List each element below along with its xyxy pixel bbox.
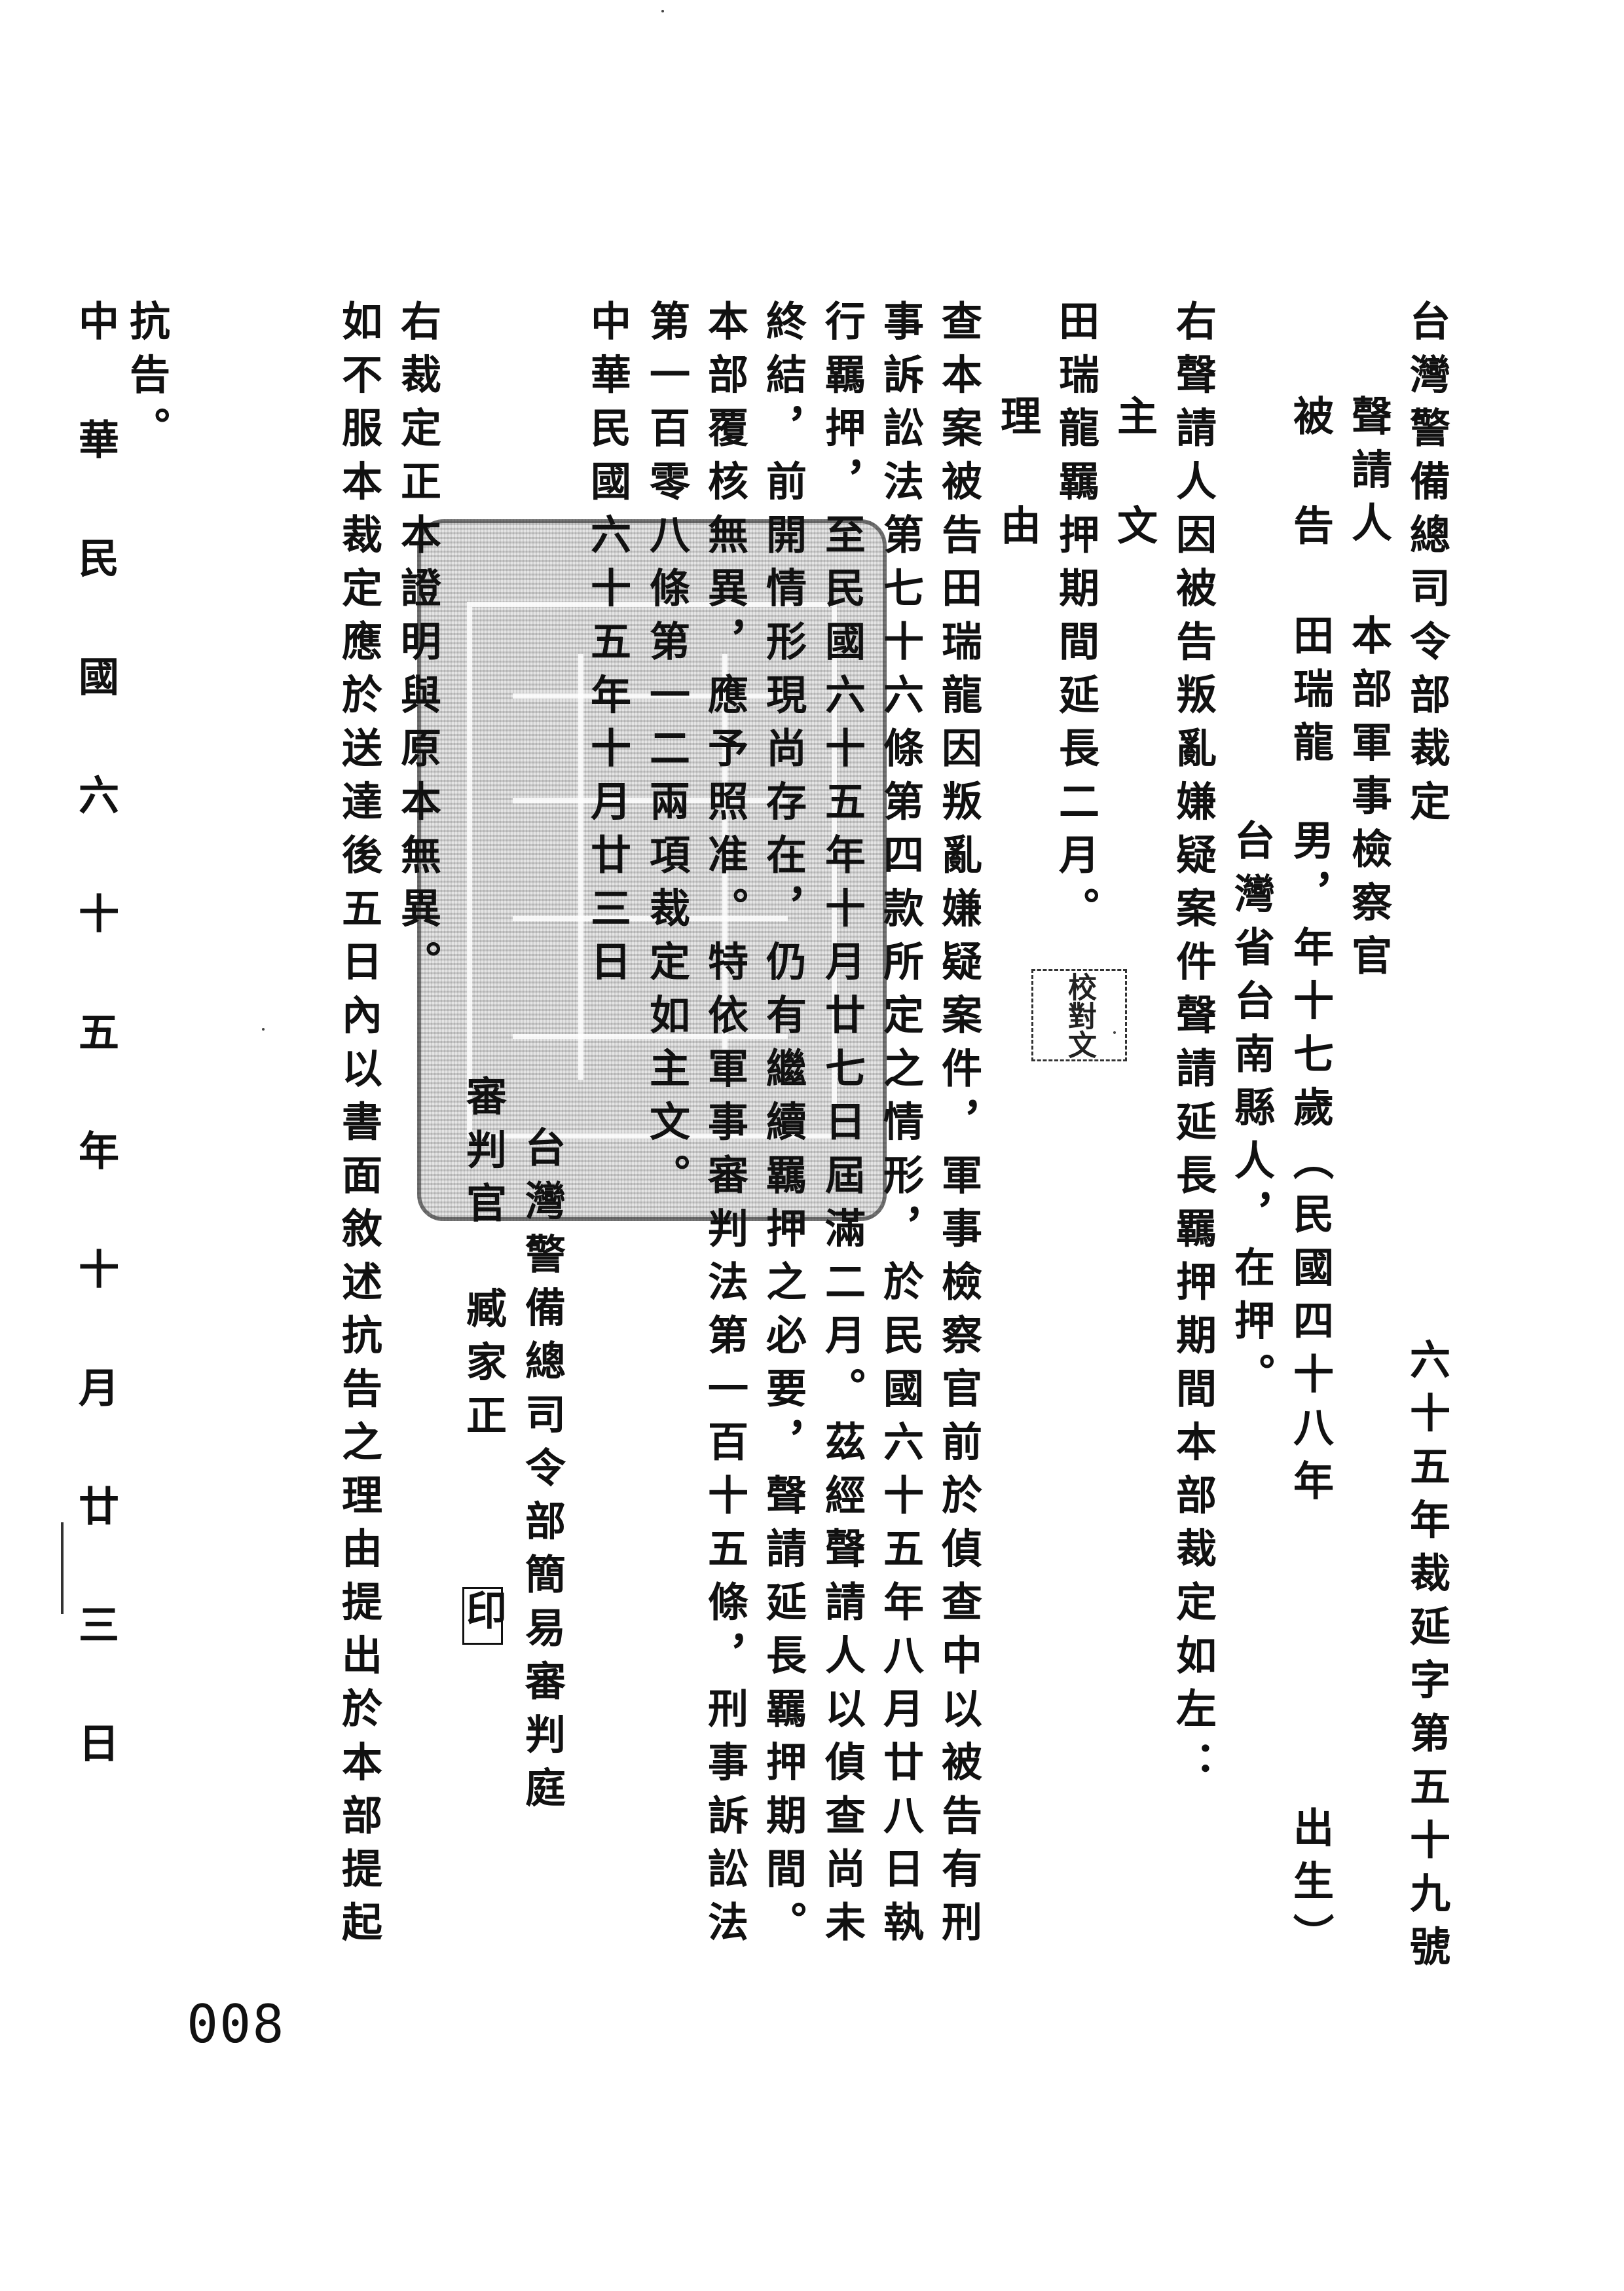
applicant-label: 聲請人 bbox=[1344, 395, 1392, 555]
defendant-birth-suffix: 出生） bbox=[1286, 1806, 1334, 1967]
reasons-line: 終結，前開情形現尚存在，仍有繼續羈押之必要，聲請延長羈押期間。 bbox=[759, 300, 807, 1954]
reasons-heading-2: 由 bbox=[993, 504, 1041, 558]
judge-seal: 印 bbox=[459, 1587, 507, 1645]
main-text-heading-2: 文 bbox=[1110, 504, 1158, 558]
seal-inner-border bbox=[467, 602, 837, 1139]
seal-line bbox=[513, 916, 788, 921]
scan-speck bbox=[661, 10, 664, 12]
official-seal-stamp bbox=[417, 519, 887, 1221]
reasons-line: 查本案被告田瑞龍因叛亂嫌疑案件，軍事檢察官前於偵查中以被告有刑 bbox=[934, 300, 982, 1954]
appeal-end: 抗告。 bbox=[122, 300, 170, 460]
intro-text: 右聲請人因被告叛亂嫌疑案件聲請延長羈押期間本部裁定如左： bbox=[1169, 300, 1217, 1794]
issue-date: 中華民國六十五年十月廿三日 bbox=[71, 300, 119, 1841]
proofread-stamp: 校對文 bbox=[1031, 969, 1127, 1061]
defendant-info: 男，年十七歲（民國四十八年 bbox=[1286, 819, 1334, 1513]
defendant-label-1: 被 bbox=[1286, 395, 1334, 449]
document-title: 台灣警備總司令部裁定 bbox=[1403, 300, 1450, 834]
scan-speck bbox=[1113, 1031, 1116, 1034]
reasons-line: 第一百零八條第一二兩項裁定如主文。 bbox=[642, 300, 690, 1207]
case-number: 六十五年裁延字第五十九號 bbox=[1403, 1338, 1450, 1979]
applicant: 本部軍事檢察官 bbox=[1344, 614, 1392, 988]
page-number: 008 bbox=[187, 1994, 286, 2055]
reasons-line: 本部覆核無異，應予照准。特依軍事審判法第一百十五條，刑事訴訟法 bbox=[701, 300, 748, 1954]
defendant-name: 田瑞龍 bbox=[1286, 614, 1334, 775]
main-text-heading-1: 主 bbox=[1110, 395, 1158, 449]
seal-line bbox=[578, 654, 583, 1080]
scan-speck bbox=[262, 1028, 265, 1031]
court-name: 台灣警備總司令部簡易審判庭 bbox=[518, 1126, 566, 1820]
seal-line bbox=[513, 798, 788, 803]
decision-date: 中華民國六十五年十月廿三日 bbox=[583, 300, 631, 994]
scan-edge-mark bbox=[61, 1522, 64, 1614]
reasons-line: 事訴訟法第七十六條第四款所定之情形，於民國六十五年八月廿八日執 bbox=[876, 300, 924, 1954]
reasons-heading-1: 理 bbox=[993, 395, 1041, 449]
seal-line bbox=[722, 654, 728, 1080]
judge-title: 審判官 bbox=[459, 1075, 507, 1236]
appeal-notice: 如不服本裁定應於送達後五日內以書面敘述抗告之理由提出於本部提起 bbox=[335, 300, 382, 1954]
main-text-body: 田瑞龍羈押期間延長二月。 bbox=[1052, 300, 1099, 940]
reasons-line: 行羈押，至民國六十五年十月廿七日屆滿二月。茲經聲請人以偵查尚未 bbox=[818, 300, 866, 1954]
seal-line bbox=[513, 1034, 788, 1039]
seal-line bbox=[513, 693, 788, 699]
judge-name: 臧家正 bbox=[459, 1287, 507, 1448]
defendant-origin: 台灣省台南縣人，在押。 bbox=[1227, 819, 1275, 1406]
defendant-label-2: 告 bbox=[1286, 504, 1334, 558]
certification-text: 右裁定正本證明與原本無異。 bbox=[394, 300, 441, 994]
